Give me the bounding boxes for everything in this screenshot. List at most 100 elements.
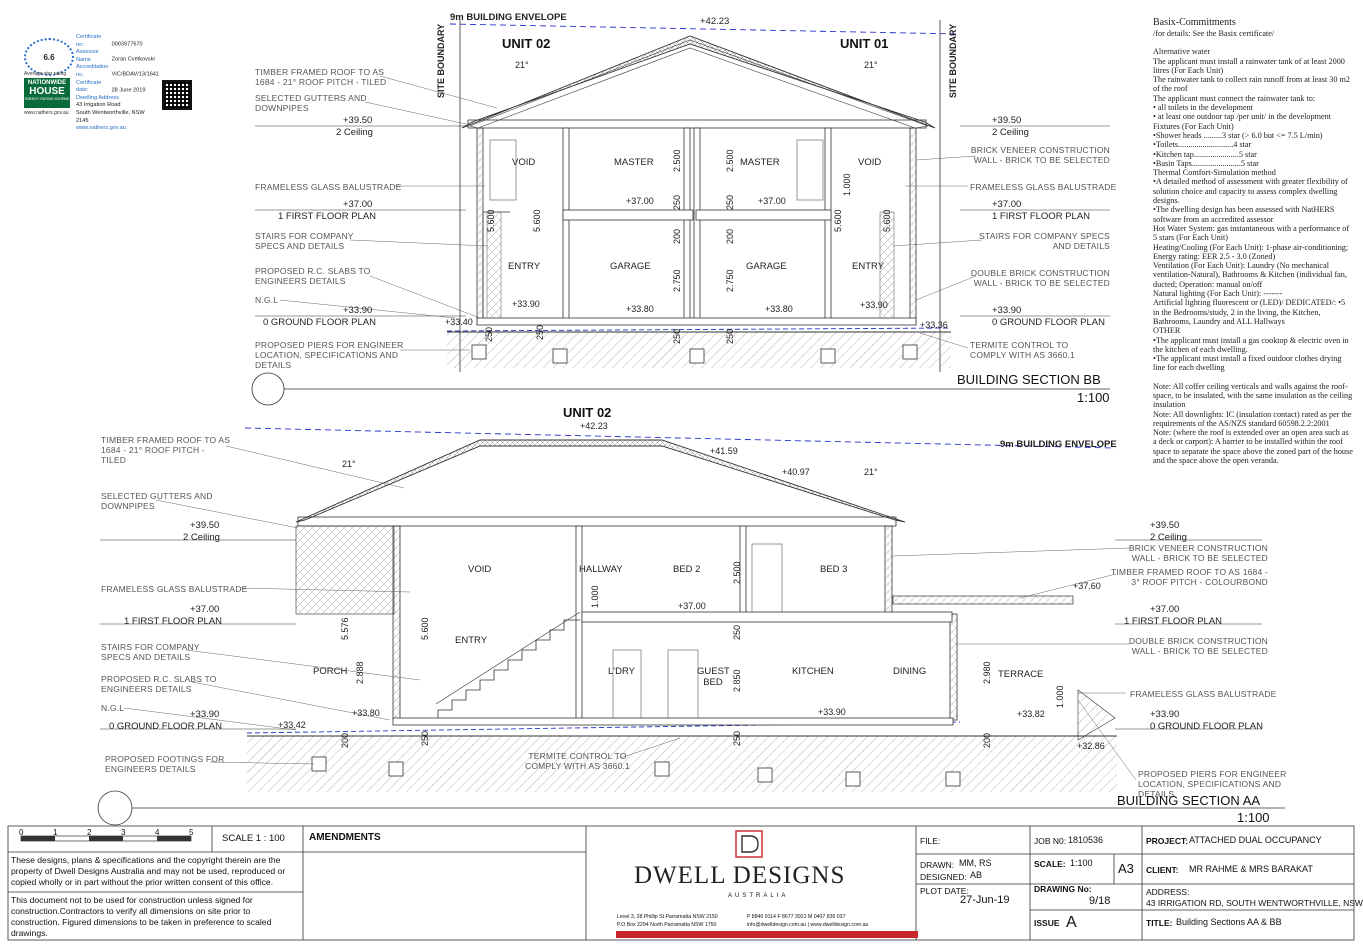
bb-spot-3380-left: +33.80 [626,304,654,314]
project-label: PROJECT: [1146,836,1189,846]
scale-tick-label: 2 [87,828,92,837]
copyright-notice: These designs, plans & specifications an… [11,855,286,887]
bb-room-void-right: VOID [858,157,882,168]
badge-line1: NATIONWIDE [27,80,67,86]
bb-envelope-line [449,23,961,35]
bb-label-gutters: SELECTED GUTTERS AND DOWNPIPES [255,93,367,113]
bb-spot-3390-left: +33.90 [512,299,540,309]
bb-level-ground-val-right: +33.90 [992,305,1022,316]
basix-line: The applicant must connect the rainwater… [1153,93,1316,103]
dwell-logo-mark [616,830,918,938]
cert-row-0: Certificate no: 0003977670 [76,34,143,48]
bb-label-brick-veneer: BRICK VENEER CONSTRUCTION WALL - BRICK T… [970,145,1110,165]
drawing-no-label: DRAWING No: [1034,884,1092,894]
aa-dim-250-c: 250 [732,730,742,746]
basix-line: Hot Water System: gas instantaneous with… [1153,223,1350,243]
aa-ridge-level: +42.23 [580,421,608,431]
drawn-label: DRAWN: [920,860,955,870]
bb-level-first-val-right: +37.00 [992,199,1022,210]
nathers-badge: NATIONWIDE HOUSE ENERGY RATING SCHEME [24,78,70,108]
bb-room-master-left: MASTER [614,157,654,168]
bb-label-termite: TERMITE CONTROL TO COMPLY WITH AS 3660.1 [970,340,1075,360]
aa-dim-1000-a: 1.000 [590,585,600,608]
aa-spot-3380: +33.80 [352,708,380,718]
designed-value: AB [970,870,983,880]
cert-row-4: Dwelling Address [76,94,119,101]
aa-room-porch: PORCH [313,666,348,677]
bb-dim-250-b: 250 [725,194,735,210]
aa-pitch-left: 21° [342,459,356,469]
bb-pitch-right: 21° [864,60,878,70]
bb-label-balustrade: FRAMELESS GLASS BALUSTRADE [255,182,402,192]
basix-line: The applicant must install a rainwater t… [1153,56,1345,75]
aa-label-gutters: SELECTED GUTTERS AND DOWNPIPES [101,491,213,511]
aa-roof [295,439,906,523]
bb-room-master-right: MASTER [740,157,780,168]
drawing-no-value: 9/18 [1089,895,1111,907]
aa-section-title: BUILDING SECTION AA [1117,793,1261,808]
office-contact-2: info@dwelldesign.com.au | www.dwelldesig… [747,922,869,928]
aa-spot-3390: +33.90 [818,707,846,717]
address-value: 43 IRRIGATION RD, SOUTH WENTWORTHVILLE, … [1146,898,1363,908]
basix-line: •The applicant must install a fixed outd… [1153,354,1342,373]
bb-level-first-name-right: 1 FIRST FLOOR PLAN [992,211,1091,222]
star-rating-value: 6.6 [43,53,55,62]
job-no-label: JOB N0: [1034,836,1067,846]
scale-tick-label: 1 [53,828,58,837]
scale-tick-label: 4 [155,828,160,837]
bb-dim-250-f: 250 [725,328,735,344]
basix-line: The rainwater tank to collect rain runof… [1153,75,1350,94]
basix-line: •Shower heads .........3 star (> 6.0 but… [1153,130,1323,140]
bb-dim-2750-b: 2.750 [725,269,735,292]
basix-line: /for details: See the Basix certificate/ [1153,29,1275,38]
aa-level-first-val-right: +37.00 [1150,604,1180,615]
aa-room-entry: ENTRY [455,635,488,646]
bb-label-balustrade-right: FRAMELESS GLASS BALUSTRADE [970,182,1117,192]
aa-section-marker [97,790,133,826]
bb-room-entry-left: ENTRY [508,261,541,272]
basix-line [1153,38,1353,47]
aa-level-ceiling-name: 2 Ceiling [183,532,220,543]
basix-line: Note: (where the roof is extended over a… [1153,428,1353,466]
basix-line: Artificial lighting fluorescent or (LED)… [1153,298,1346,326]
bb-label-stairs: STAIRS FOR COMPANY SPECS AND DETAILS [255,231,354,251]
aa-label-brick-veneer: BRICK VENEER CONSTRUCTION WALL - BRICK T… [1128,543,1268,563]
bb-level-ceiling-val: +39.50 [343,115,373,126]
star-rating-caption: Average star rating [24,71,67,77]
aa-dim-200-b: 200 [982,732,992,748]
aa-dim-250-a: 250 [732,624,742,640]
basix-line: Note: All coffer ceiling verticals and w… [1153,381,1353,410]
aa-dim-2850: 2.850 [732,669,742,692]
bb-section-scale: 1:100 [1077,390,1110,405]
scale-bar [20,835,192,842]
bb-envelope-label: 9m BUILDING ENVELOPE [450,12,567,23]
aa-label-double-brick: DOUBLE BRICK CONSTRUCTION WALL - BRICK T… [1128,636,1268,656]
bb-level-ground-name: 0 GROUND FLOOR PLAN [263,317,376,328]
job-no-value: 1810536 [1068,835,1104,845]
office-address-1: Level 3, 28 Phillip St Parramatta NSW 21… [617,914,718,920]
bb-level-ceiling-val-right: +39.50 [992,115,1022,126]
scale2-label: SCALE: [1034,859,1066,869]
aa-label-balustrade-right: FRAMELESS GLASS BALUSTRADE [1130,689,1277,699]
basix-line: Thermal Comfort-Simulation method [1153,168,1276,178]
aa-label-stairs: STAIRS FOR COMPANY SPECS AND DETAILS [101,642,200,662]
basix-line: Ventilation (For Each Unit): Laundry (No… [1153,261,1347,289]
section-bb-drawing [251,20,1110,406]
bb-dim-2500-left: 2.500 [672,149,682,172]
bb-dim-250-a: 250 [672,194,682,210]
amendments-heading: AMENDMENTS [309,832,381,843]
basix-title: Basix-Commitments [1153,17,1236,28]
plot-date-label: PLOT DATE: [920,886,969,896]
bb-spot-37-left: +37.00 [626,196,654,206]
basix-line: • all toilets in the development [1153,103,1253,113]
drawn-value: MM, RS [959,858,992,868]
aa-label-roof: TIMBER FRAMED ROOF TO AS 1684 - 21° ROOF… [101,435,231,465]
bb-dim-2750-a: 2.750 [672,269,682,292]
basix-line: Note: All downlights: IC (insulation con… [1153,409,1352,428]
bb-room-garage-right: GARAGE [746,261,787,272]
basix-line: Fixtures (For Each Unit) [1153,121,1234,131]
aa-level-ground-name-right: 0 GROUND FLOOR PLAN [1150,721,1263,732]
aa-spot-4159: +41.59 [710,446,738,456]
aa-pitch-right: 21° [864,467,878,477]
